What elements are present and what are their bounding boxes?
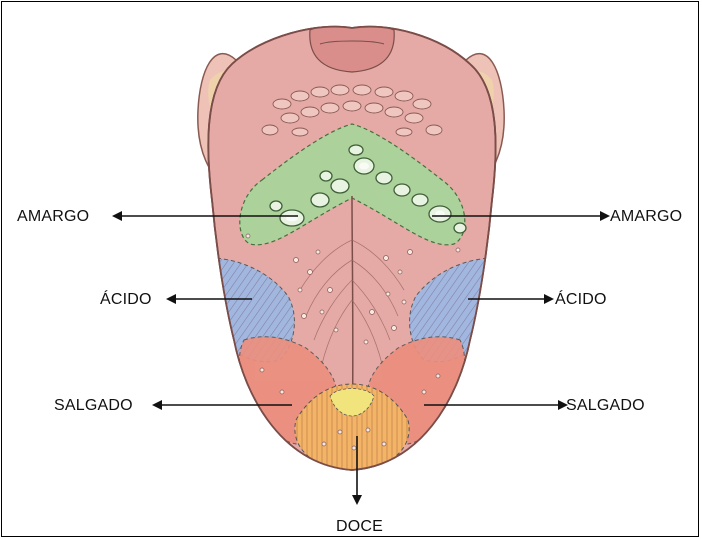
label-bitter-left: AMARGO [17, 208, 89, 226]
label-salty-left: SALGADO [54, 397, 133, 415]
label-sour-right: ÁCIDO [555, 291, 607, 309]
label-bitter-right: AMARGO [610, 208, 682, 226]
label-salty-right: SALGADO [566, 397, 645, 415]
label-sweet: DOCE [336, 518, 383, 536]
label-sour-left: ÁCIDO [100, 291, 152, 309]
